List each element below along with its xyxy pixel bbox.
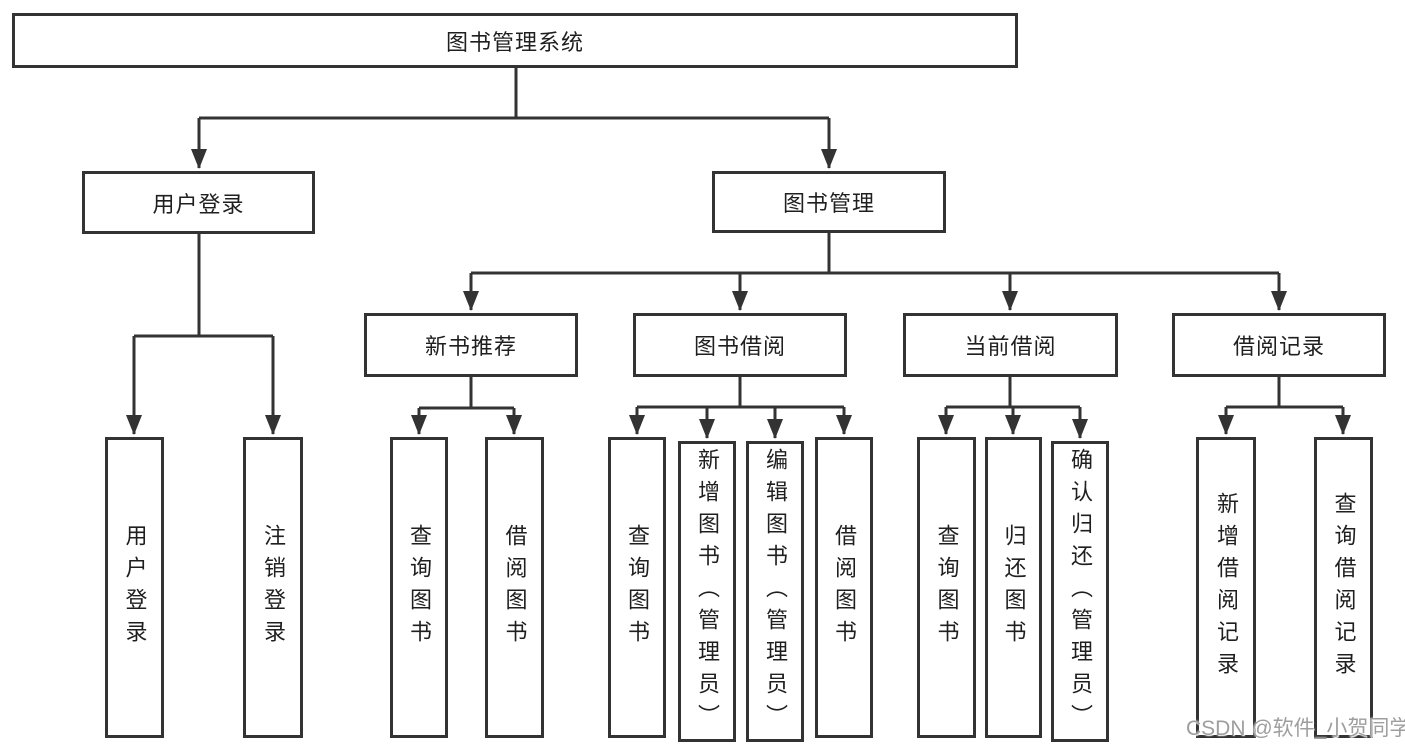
node-root-label: 图书管理系统 [445, 29, 584, 55]
leaf-current-query-books: 查询图书 [917, 437, 976, 738]
leaf-recommend-borrow-books-label: 借阅图书 [502, 523, 528, 652]
leaf-borrowing-query-books-label: 查询图书 [625, 523, 650, 652]
leaf-records-query-record-label: 查询借阅记录 [1331, 491, 1357, 684]
leaf-logout: 注销登录 [243, 437, 303, 738]
leaf-borrowing-add-books-admin-label: 新增图书（管理员） [695, 447, 720, 736]
node-root: 图书管理系统 [12, 13, 1018, 68]
node-current-borrowing: 当前借阅 [903, 313, 1118, 377]
node-current-borrowing-label: 当前借阅 [964, 334, 1057, 359]
leaf-current-return-books: 归还图书 [985, 437, 1042, 738]
leaf-recommend-query-books: 查询图书 [390, 437, 448, 738]
leaf-borrowing-borrow-books-label: 借阅图书 [832, 523, 857, 652]
leaf-recommend-borrow-books: 借阅图书 [485, 437, 544, 738]
leaf-borrowing-borrow-books: 借阅图书 [815, 437, 873, 738]
leaf-current-return-books-label: 归还图书 [1001, 523, 1027, 652]
leaf-recommend-query-books-label: 查询图书 [407, 523, 432, 652]
leaf-current-confirm-return-admin-label: 确认归还（管理员） [1068, 447, 1093, 736]
leaf-user-login: 用户登录 [105, 437, 164, 738]
node-book-management: 图书管理 [712, 171, 946, 233]
leaf-borrowing-add-books-admin: 新增图书（管理员） [678, 441, 736, 742]
node-borrowing-records: 借阅记录 [1172, 313, 1386, 377]
node-user-login-label: 用户登录 [152, 191, 245, 217]
leaf-logout-label: 注销登录 [261, 523, 286, 652]
leaf-borrowing-edit-books-admin: 编辑图书（管理员） [746, 441, 804, 742]
node-book-borrowing-label: 图书借阅 [693, 334, 786, 359]
node-book-borrowing: 图书借阅 [633, 313, 847, 377]
leaf-current-confirm-return-admin: 确认归还（管理员） [1051, 441, 1109, 742]
leaf-records-add-record-label: 新增借阅记录 [1214, 491, 1239, 684]
csdn-watermark: CSDN @软件_小贺同学 [1186, 717, 1405, 740]
node-borrowing-records-label: 借阅记录 [1232, 334, 1325, 359]
node-user-login: 用户登录 [82, 171, 315, 234]
node-new-book-recommend: 新书推荐 [364, 313, 578, 377]
leaf-user-login-label: 用户登录 [122, 523, 148, 652]
leaf-current-query-books-label: 查询图书 [934, 523, 960, 652]
leaf-records-query-record: 查询借阅记录 [1314, 437, 1373, 738]
leaf-records-add-record: 新增借阅记录 [1196, 437, 1256, 738]
leaf-borrowing-query-books: 查询图书 [608, 437, 666, 738]
node-book-management-label: 图书管理 [782, 191, 875, 216]
node-new-book-recommend-label: 新书推荐 [424, 334, 517, 359]
leaf-borrowing-edit-books-admin-label: 编辑图书（管理员） [763, 447, 788, 736]
